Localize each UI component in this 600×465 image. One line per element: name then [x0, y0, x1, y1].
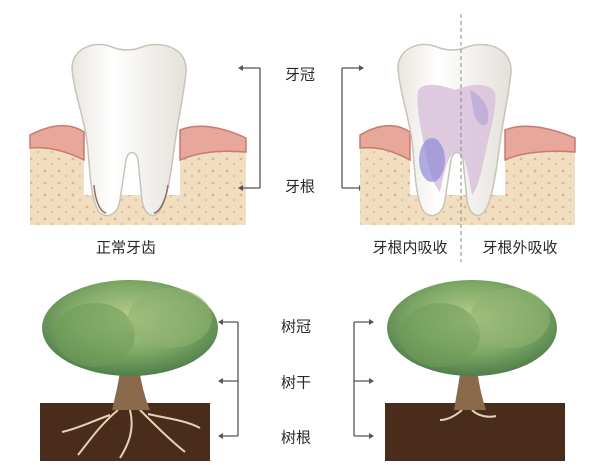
roots-left	[61, 409, 201, 459]
tree-bracket-left	[218, 319, 239, 439]
tooth-normal	[71, 43, 187, 217]
normal-tooth-caption: 正常牙齿	[95, 238, 157, 257]
crown-label: 牙冠	[284, 65, 316, 84]
internal-resorption-caption: 牙根内吸收	[372, 238, 448, 257]
normal-tooth-figure	[29, 43, 247, 225]
internal-resorption	[419, 138, 445, 182]
bone-right-2	[505, 151, 575, 225]
gum-left-2	[359, 124, 411, 162]
tree-left	[40, 280, 218, 461]
gum-left	[29, 124, 85, 162]
tree-root-label: 树根	[280, 428, 312, 447]
roots-right	[439, 409, 497, 421]
tree-bracket-right	[353, 319, 374, 439]
tree-trunk-label: 树干	[280, 373, 312, 392]
root-label: 牙根	[284, 177, 316, 196]
tree-crown-label: 树冠	[280, 317, 312, 336]
gum-right	[179, 125, 247, 162]
bone-left	[30, 147, 84, 225]
bone-right	[180, 151, 246, 225]
bone-left-2	[360, 147, 410, 225]
resorption-tooth-figure	[359, 43, 576, 225]
tree-right	[385, 280, 565, 461]
teeth-bracket-left	[238, 65, 261, 191]
soil-left	[40, 403, 210, 461]
gum-right-2	[504, 125, 576, 162]
external-resorption	[470, 90, 489, 126]
external-resorption-caption: 牙根外吸收	[482, 238, 558, 257]
